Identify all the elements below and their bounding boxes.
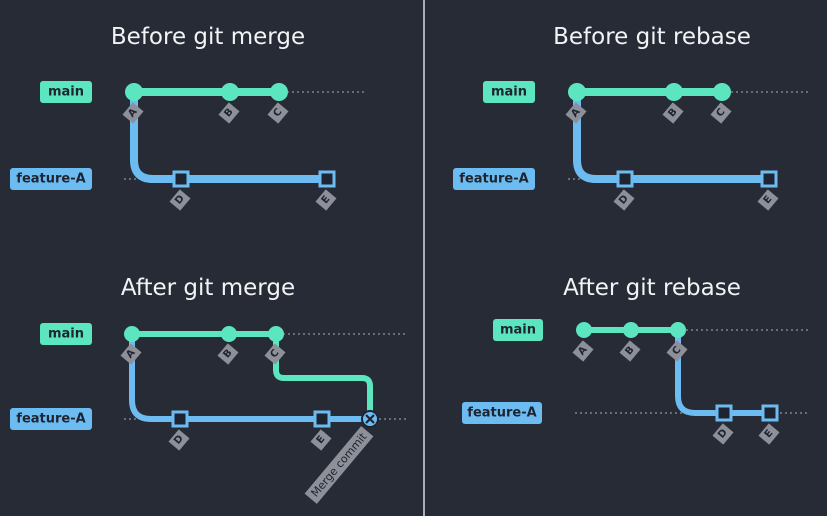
- commit-tag-c: C: [666, 340, 688, 362]
- commit-node-e: [318, 170, 336, 188]
- feature-branch-line: [675, 330, 770, 416]
- svg-text:main: main: [48, 327, 84, 342]
- feature-branch-line: [129, 334, 370, 422]
- commit-node-c: [713, 83, 731, 101]
- commit-tag-e: E: [315, 189, 337, 211]
- commit-node-b: [665, 83, 683, 101]
- commit-node-c: [270, 83, 288, 101]
- panel-after-merge: After git merge main feature-A A B C D E: [10, 275, 406, 504]
- commit-node-b: [221, 326, 237, 342]
- svg-text:main: main: [500, 323, 536, 338]
- commit-node-b: [221, 83, 239, 101]
- panel-title: Before git rebase: [553, 24, 751, 50]
- commit-tag-d: D: [169, 189, 191, 211]
- feature-branch-line: [573, 92, 769, 183]
- svg-text:main: main: [48, 85, 84, 100]
- svg-text:main: main: [491, 85, 527, 100]
- commit-tag-e: E: [310, 429, 332, 451]
- commit-node-c: [268, 326, 284, 342]
- branch-tag-main: main: [493, 319, 543, 341]
- commit-node-c: [670, 322, 686, 338]
- commit-tag-a: A: [572, 340, 594, 362]
- svg-text:feature-A: feature-A: [467, 406, 536, 421]
- commit-tag-e: E: [758, 423, 780, 445]
- branch-tag-main: main: [40, 81, 92, 103]
- merge-path-line: [273, 334, 373, 412]
- commit-node-d: [171, 410, 189, 428]
- svg-text:feature-A: feature-A: [16, 172, 85, 187]
- commit-node-e: [761, 404, 779, 422]
- commit-tag-a: A: [120, 343, 142, 365]
- panel-title: Before git merge: [111, 24, 305, 50]
- panel-title: After git rebase: [563, 275, 741, 301]
- commit-node-b: [623, 322, 639, 338]
- commit-node-d: [715, 404, 733, 422]
- commit-node-a: [125, 83, 143, 101]
- commit-tag-c: C: [710, 102, 732, 124]
- commit-tag-b: B: [619, 340, 641, 362]
- commit-node-d: [616, 170, 634, 188]
- commit-tag-d: D: [613, 189, 635, 211]
- panel-after-rebase: After git rebase main feature-A A B C D …: [462, 275, 810, 445]
- commit-node-a: [124, 326, 140, 342]
- commit-tag-b: B: [218, 102, 240, 124]
- commit-node-e: [760, 170, 778, 188]
- branch-tag-feature: feature-A: [453, 168, 535, 190]
- commit-tag-b: B: [217, 343, 239, 365]
- branch-tag-feature: feature-A: [462, 402, 542, 424]
- panel-title: After git merge: [121, 275, 295, 301]
- commit-tag-b: B: [662, 102, 684, 124]
- branch-tag-feature: feature-A: [10, 168, 92, 190]
- merge-commit-node: [361, 410, 379, 428]
- close-icon: [365, 414, 375, 424]
- commit-tag-a: A: [122, 102, 144, 124]
- svg-text:feature-A: feature-A: [16, 412, 85, 427]
- commit-tag-d: D: [168, 429, 190, 451]
- commit-tag-e: E: [757, 189, 779, 211]
- commit-tag-c: C: [264, 343, 286, 365]
- panel-before-merge: Before git merge main feature-A A B C D …: [10, 24, 367, 211]
- commit-node-a: [568, 83, 586, 101]
- commit-tag-c: C: [267, 102, 289, 124]
- branch-tag-feature: feature-A: [10, 408, 92, 430]
- commit-node-e: [313, 410, 331, 428]
- commit-tag-d: D: [712, 423, 734, 445]
- commit-tag-a: A: [565, 102, 587, 124]
- svg-text:feature-A: feature-A: [459, 172, 528, 187]
- panel-before-rebase: Before git rebase main feature-A A B C D…: [453, 24, 810, 211]
- commit-node-d: [172, 170, 190, 188]
- feature-branch-line: [130, 92, 327, 183]
- branch-tag-main: main: [40, 323, 92, 345]
- commit-node-a: [576, 322, 592, 338]
- branch-tag-main: main: [483, 81, 535, 103]
